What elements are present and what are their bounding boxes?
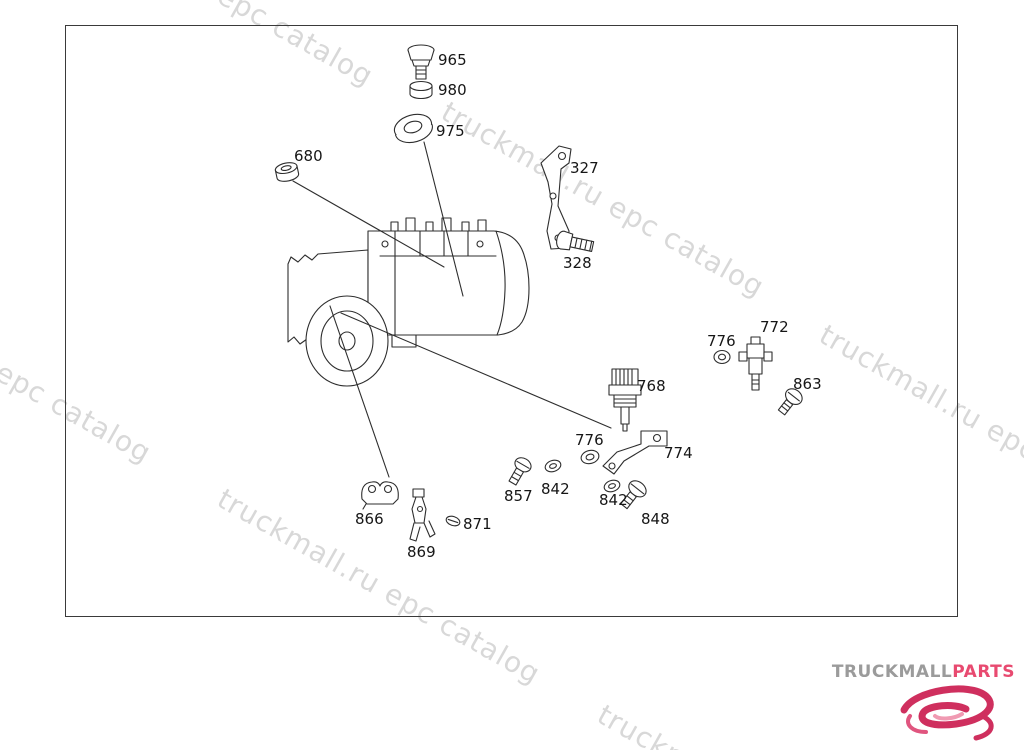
part-975-drawing bbox=[393, 113, 433, 144]
truckmall-swirl-logo bbox=[900, 685, 994, 741]
swirl-stroke-tail bbox=[973, 713, 994, 741]
part-871-drawing bbox=[445, 515, 461, 527]
part-863-drawing bbox=[777, 388, 803, 416]
part-848-drawing bbox=[620, 480, 647, 510]
swirl-stroke-main bbox=[900, 685, 994, 729]
part-768-drawing bbox=[608, 368, 642, 432]
logo-primary: TRUCKMALL bbox=[831, 662, 953, 682]
leader-lines bbox=[292, 141, 612, 478]
swirl-stroke-highlight bbox=[933, 712, 964, 721]
part-328-drawing bbox=[556, 230, 595, 252]
logo-secondary: PARTS bbox=[952, 662, 1015, 682]
part-980-drawing bbox=[409, 80, 433, 100]
part-776-upper-drawing bbox=[713, 349, 731, 365]
part-842-left-drawing bbox=[544, 459, 562, 473]
swirl-stroke-lower bbox=[906, 714, 928, 734]
part-680-drawing bbox=[274, 162, 300, 182]
part-774-drawing bbox=[602, 430, 668, 475]
part-776-lower-drawing bbox=[580, 449, 600, 465]
diagram-border bbox=[65, 25, 958, 617]
part-857-drawing bbox=[508, 457, 532, 486]
part-965-drawing bbox=[407, 44, 435, 80]
part-866-drawing bbox=[361, 481, 399, 510]
part-772-drawing bbox=[738, 336, 773, 391]
pump-assembly-drawing bbox=[287, 217, 530, 387]
part-842-right-drawing bbox=[603, 479, 621, 493]
logo-text: TRUCKMALLPARTS bbox=[832, 662, 1015, 682]
part-869-drawing bbox=[409, 488, 436, 542]
